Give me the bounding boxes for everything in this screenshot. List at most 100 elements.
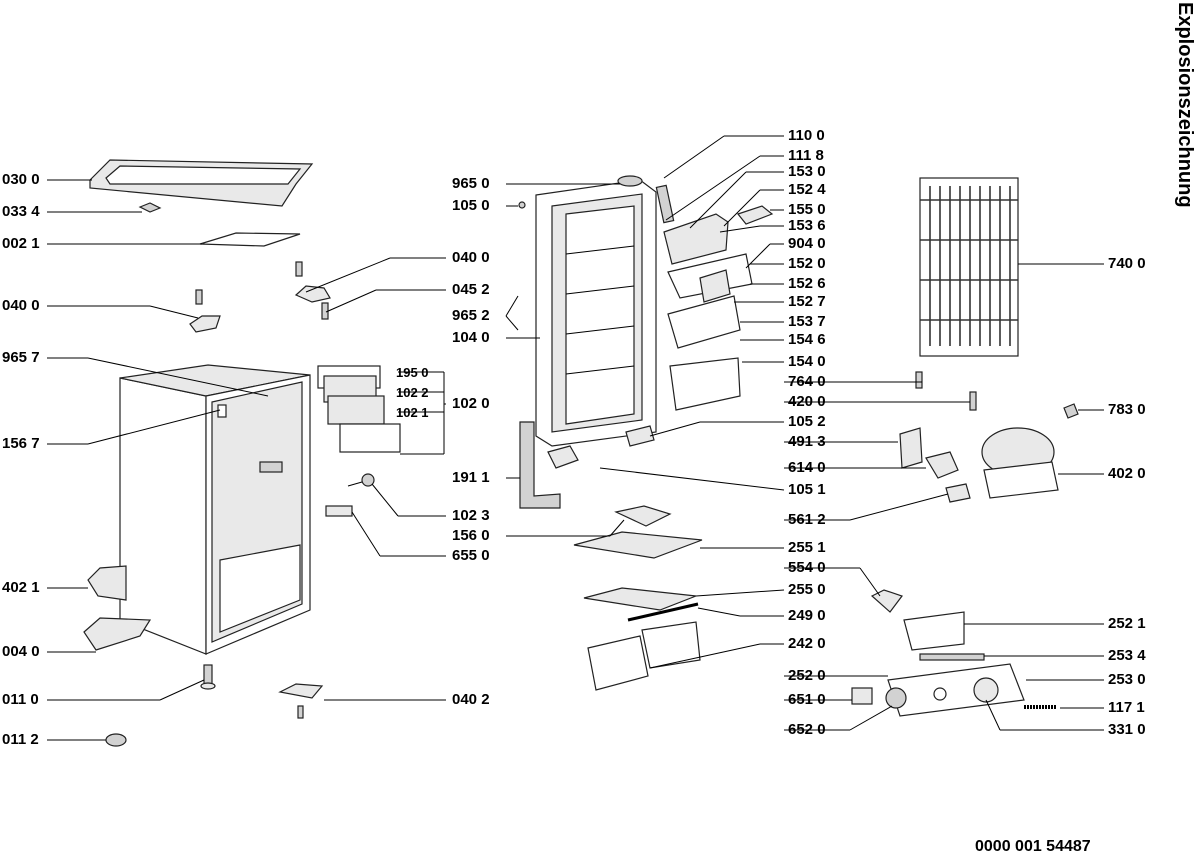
gasket-bar <box>919 653 985 661</box>
lamp-socket <box>851 687 873 705</box>
top-plate <box>199 232 301 247</box>
start-relay <box>925 451 959 479</box>
glass-shelf-lower <box>583 587 697 611</box>
door-hinge-bracket <box>547 445 579 469</box>
start-relay-cover <box>899 427 923 469</box>
part-label-117-1: 117 1 <box>1108 699 1145 716</box>
butter-compartment <box>663 213 729 265</box>
part-label-764-0: 764 0 <box>788 373 826 390</box>
thermostat-housing <box>887 663 1025 717</box>
part-label-102-3: 102 3 <box>452 507 490 524</box>
compressor <box>981 427 1059 499</box>
part-label-252-0: 252 0 <box>788 667 826 684</box>
part-label-252-1: 252 1 <box>1108 615 1146 632</box>
part-label-030-0: 030 0 <box>2 171 40 188</box>
part-label-105-2: 105 2 <box>788 413 826 430</box>
top-clip <box>138 202 162 213</box>
part-label-561-2: 561 2 <box>788 511 826 528</box>
leader-lines <box>47 135 1104 741</box>
part-label-195-0: 195 0 <box>396 365 429 380</box>
diagram-title: Explosionszeichnung <box>1174 2 1196 208</box>
part-label-652-0: 652 0 <box>788 721 826 738</box>
part-label-153-6: 153 6 <box>788 217 826 234</box>
part-label-155-0: 155 0 <box>788 201 826 218</box>
part-label-904-0: 904 0 <box>788 235 826 252</box>
part-label-242-0: 242 0 <box>788 635 826 652</box>
part-label-783-0: 783 0 <box>1108 401 1146 418</box>
part-label-402-0: 402 0 <box>1108 465 1146 482</box>
part-label-191-1: 191 1 <box>452 469 490 486</box>
part-label-102-2: 102 2 <box>396 385 429 400</box>
condenser-coil <box>919 177 1019 357</box>
part-label-253-4: 253 4 <box>1108 647 1146 664</box>
part-label-011-0: 011 0 <box>2 691 39 708</box>
part-label-102-0: 102 0 <box>452 395 490 412</box>
part-label-153-0: 153 0 <box>788 163 826 180</box>
evaporator-flap <box>317 365 401 453</box>
part-label-102-1: 102 1 <box>396 405 429 420</box>
hinge-upper <box>294 261 331 303</box>
part-label-152-0: 152 0 <box>788 255 826 272</box>
part-label-253-0: 253 0 <box>1108 671 1146 688</box>
top-cover <box>89 159 314 207</box>
part-label-740-0: 740 0 <box>1108 255 1146 272</box>
part-label-104-0: 104 0 <box>452 329 490 346</box>
cabinet-body <box>119 364 311 655</box>
part-label-040-0: 040 0 <box>2 297 40 314</box>
part-label-154-6: 154 6 <box>788 331 826 348</box>
part-label-331-0: 331 0 <box>1108 721 1146 738</box>
egg-tray <box>736 205 774 225</box>
part-label-554-0: 554 0 <box>788 559 826 576</box>
part-label-249-0: 249 0 <box>788 607 826 624</box>
part-label-152-7: 152 7 <box>788 293 826 310</box>
part-label-111-8: 111 8 <box>788 147 824 164</box>
drain-pan <box>870 589 903 613</box>
thermostat-knob <box>347 473 375 487</box>
part-label-045-2: 045 2 <box>452 281 490 298</box>
light-cover-lid <box>903 611 965 651</box>
lower-hinge <box>278 683 324 719</box>
part-label-402-1: 402 1 <box>2 579 40 596</box>
document-number: 0000 001 54487 <box>975 838 1091 855</box>
part-label-011-2: 011 2 <box>2 731 39 748</box>
door-screw <box>518 201 526 209</box>
drain-tube <box>1063 403 1079 419</box>
part-label-154-0: 154 0 <box>788 353 826 370</box>
part-label-156-0: 156 0 <box>452 527 490 544</box>
part-label-110-0: 110 0 <box>788 127 825 144</box>
part-label-040-2: 040 2 <box>452 691 490 708</box>
part-label-491-3: 491 3 <box>788 433 826 450</box>
ice-tray <box>614 505 672 527</box>
part-label-255-0: 255 0 <box>788 581 826 598</box>
lamp-holder <box>885 687 907 709</box>
capillary-filter <box>915 371 923 389</box>
part-label-651-0: 651 0 <box>788 691 826 708</box>
door-shelf-2 <box>667 295 741 349</box>
door-top-cap <box>617 175 643 187</box>
part-label-105-1: 105 1 <box>788 481 826 498</box>
part-label-614-0: 614 0 <box>788 459 826 476</box>
bottle-holder <box>699 269 731 303</box>
base-bracket <box>83 617 152 651</box>
crisper-left <box>587 635 649 691</box>
crisper-right <box>641 621 701 669</box>
part-label-002-1: 002 1 <box>2 235 40 252</box>
door-shelf-3 <box>669 357 741 411</box>
shelf-trim <box>627 602 699 622</box>
foot-cap <box>105 733 127 747</box>
part-label-420-0: 420 0 <box>788 393 826 410</box>
part-label-040-0-b: 040 0 <box>452 249 490 266</box>
door-hinge-upper <box>625 425 655 447</box>
dryer-filter <box>969 391 977 411</box>
part-label-255-1: 255 1 <box>788 539 826 556</box>
part-label-655-0: 655 0 <box>452 547 490 564</box>
part-label-004-0: 004 0 <box>2 643 40 660</box>
part-label-152-6: 152 6 <box>788 275 826 292</box>
part-label-965-2: 965 2 <box>452 307 490 324</box>
part-label-152-4: 152 4 <box>788 181 826 198</box>
part-label-105-0: 105 0 <box>452 197 490 214</box>
light-cover <box>325 505 353 517</box>
adjustable-foot <box>200 664 216 690</box>
left-base-foot <box>87 565 127 601</box>
